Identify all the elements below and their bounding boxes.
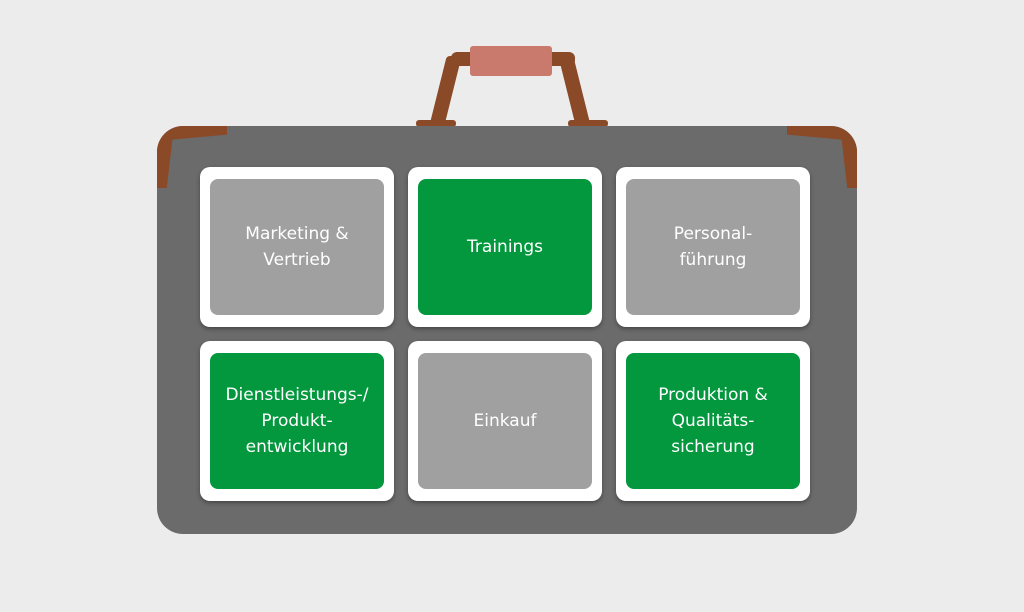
tile-einkauf: Einkauf — [408, 341, 602, 501]
tile-label: Dienstleistungs-/ Produkt- entwicklung — [210, 353, 384, 489]
tile-label: Produktion & Qualitäts- sicherung — [626, 353, 800, 489]
tile-label: Trainings — [418, 179, 592, 315]
handle-right-strap — [558, 56, 591, 126]
tile-label: Einkauf — [418, 353, 592, 489]
tile-label: Marketing & Vertrieb — [210, 179, 384, 315]
tile-label: Personal- führung — [626, 179, 800, 315]
handle-foot-right — [568, 120, 608, 127]
handle-grip — [470, 46, 552, 76]
handle-foot-left — [416, 120, 456, 127]
tile-personalfuehrung: Personal- führung — [616, 167, 810, 327]
tile-produktion-qualitaetssicherung: Produktion & Qualitäts- sicherung — [616, 341, 810, 501]
tile-marketing-vertrieb: Marketing & Vertrieb — [200, 167, 394, 327]
handle-left-strap — [429, 56, 462, 126]
tile-trainings: Trainings — [408, 167, 602, 327]
tile-dienstleistungs-produktentwicklung: Dienstleistungs-/ Produkt- entwicklung — [200, 341, 394, 501]
